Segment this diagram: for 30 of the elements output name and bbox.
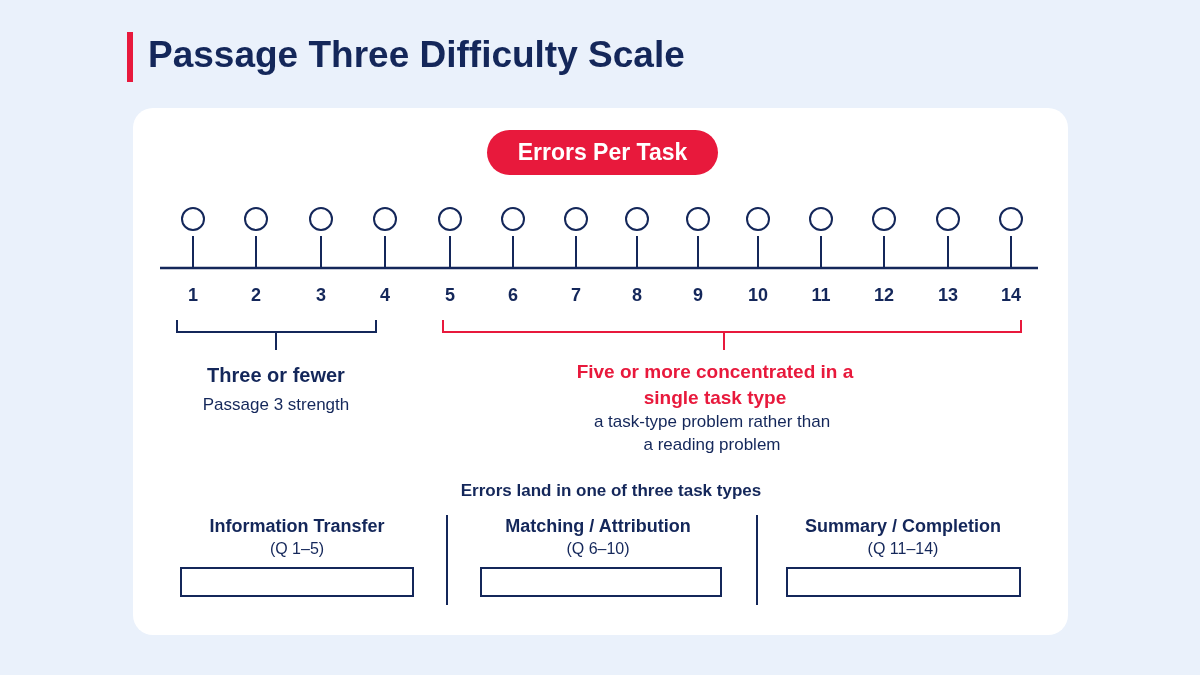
title-pill: Errors Per Task bbox=[487, 130, 718, 175]
column-heading: Summary / Completion bbox=[804, 515, 1002, 538]
answer-box bbox=[786, 567, 1021, 597]
answer-box bbox=[480, 567, 722, 597]
question-range: (Q 11–14) bbox=[866, 539, 940, 559]
question-range: (Q 6–10) bbox=[565, 539, 631, 559]
question-range: (Q 1–5) bbox=[268, 539, 326, 559]
scale-number: 14 bbox=[1000, 284, 1022, 307]
scale-number: 1 bbox=[187, 284, 199, 307]
scale-number: 3 bbox=[315, 284, 327, 307]
scale-number: 5 bbox=[444, 284, 456, 307]
scale-number: 8 bbox=[631, 284, 643, 307]
column-heading: Information Transfer bbox=[208, 515, 386, 538]
scale-number: 12 bbox=[873, 284, 895, 307]
scale-number: 7 bbox=[570, 284, 582, 307]
group-note: a task-type problem rather than a reading problem bbox=[592, 411, 832, 456]
scale-number: 6 bbox=[507, 284, 519, 307]
title: Passage Three Difficulty Scale bbox=[148, 34, 685, 76]
scale-number: 13 bbox=[937, 284, 959, 307]
scale-number: 11 bbox=[810, 284, 832, 307]
answer-box bbox=[180, 567, 414, 597]
scale-number: 4 bbox=[379, 284, 391, 307]
scale-number: 9 bbox=[692, 284, 704, 307]
group-heading: Five or more concentrated in a single task type bbox=[575, 360, 855, 410]
section-heading: Errors land in one of three task types bbox=[459, 480, 763, 502]
column-heading: Matching / Attribution bbox=[504, 515, 692, 538]
scale-number: 10 bbox=[747, 284, 769, 307]
group-note: Passage 3 strength bbox=[201, 394, 351, 416]
scale-number: 2 bbox=[250, 284, 262, 307]
group-heading: Three or fewer bbox=[206, 363, 346, 388]
